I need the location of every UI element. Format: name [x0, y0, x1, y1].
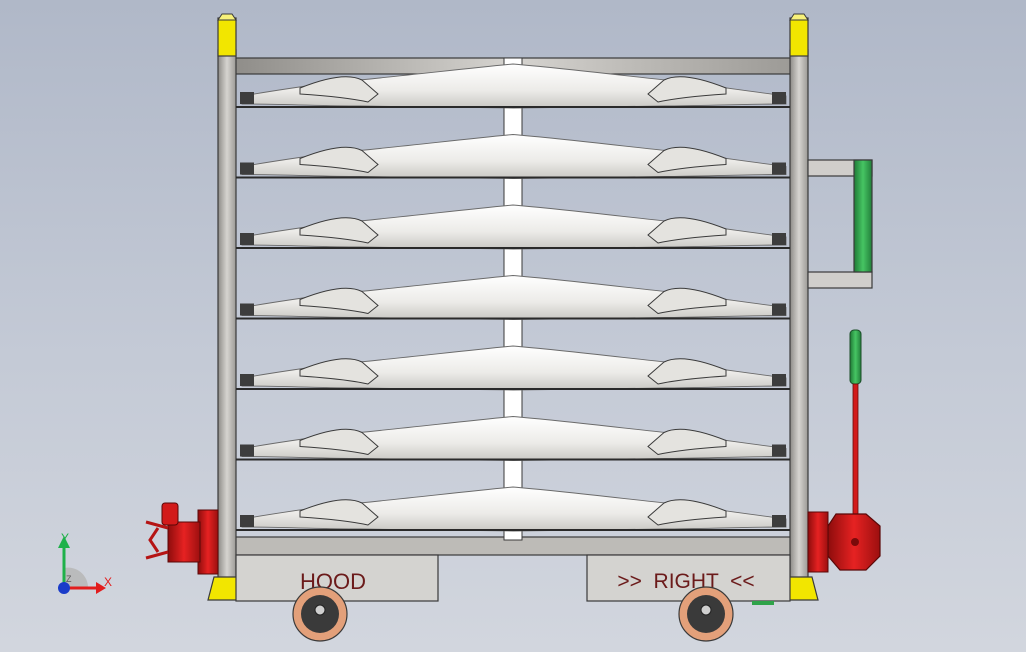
triad-z-label: Z — [66, 574, 72, 584]
handle-grip — [853, 159, 873, 273]
right-post-cap-top — [789, 13, 809, 21]
coordinate-triad-icon: X Y Z — [58, 531, 112, 594]
support-pad-right — [772, 303, 786, 316]
tow-bar-shaft — [852, 383, 859, 515]
part-flange-right — [647, 76, 727, 103]
tow-bar-right — [807, 329, 881, 573]
triad-arc — [64, 567, 89, 588]
support-pad-right — [772, 374, 786, 386]
brake-pedal — [752, 601, 774, 605]
part-flange-left — [299, 217, 379, 244]
left-post — [217, 49, 237, 581]
support-pad-right — [772, 233, 786, 245]
right-panel-label: >> RIGHT << — [617, 570, 754, 593]
hitch-pin — [851, 538, 859, 546]
support-pad-left — [240, 444, 254, 457]
hitch-mount-right — [807, 511, 829, 573]
shelf — [236, 416, 790, 461]
shelf — [236, 204, 790, 250]
support-pad-left — [240, 92, 254, 104]
triad-x-arrow — [96, 582, 106, 594]
part-flange-left — [299, 358, 379, 385]
support-pad-right — [772, 92, 786, 104]
part-flange-left — [299, 287, 379, 315]
handle-arm-bottom — [807, 271, 873, 289]
part-flange-right — [647, 499, 727, 526]
caster-wheel-left — [292, 586, 348, 642]
support-pad-left — [240, 303, 254, 316]
part-flange-right — [647, 287, 727, 315]
support-pad-right — [772, 444, 786, 457]
hitch-mount-left — [197, 509, 219, 575]
shelf-group — [236, 63, 790, 532]
wheel-axle — [700, 604, 712, 616]
tow-bar-grip — [849, 329, 862, 385]
right-post — [789, 49, 809, 581]
support-pad-left — [240, 374, 254, 386]
part-flange-left — [299, 146, 379, 174]
triad-x-label: X — [104, 575, 112, 589]
part-flange-left — [299, 76, 379, 103]
part-flange-right — [647, 146, 727, 174]
caster-wheel-right — [678, 586, 774, 642]
triad-y-label: Y — [61, 531, 69, 545]
support-pad-right — [772, 515, 786, 527]
shelf — [236, 63, 790, 109]
coupler-body — [167, 521, 201, 563]
shelf — [236, 275, 790, 320]
shelf — [236, 134, 790, 179]
wheel-axle — [314, 604, 326, 616]
shelf — [236, 345, 790, 391]
part-flange-right — [647, 428, 727, 456]
coupler-latch — [161, 502, 179, 526]
shelf — [236, 486, 790, 532]
part-flange-left — [299, 499, 379, 526]
triad-z-axis — [58, 582, 70, 594]
support-pad-right — [772, 162, 786, 175]
part-flange-left — [299, 428, 379, 456]
tow-hitch-left — [145, 502, 219, 575]
part-flange-right — [647, 358, 727, 385]
right-post-cap — [789, 17, 809, 57]
left-post-cap — [217, 17, 237, 57]
support-pad-left — [240, 162, 254, 175]
triad-y-arrow — [58, 536, 70, 548]
push-handle-icon — [807, 159, 873, 289]
part-flange-right — [647, 217, 727, 244]
tow-hitch-icon — [145, 520, 169, 560]
support-pad-left — [240, 515, 254, 527]
left-post-cap-top — [217, 13, 237, 21]
support-pad-left — [240, 233, 254, 245]
